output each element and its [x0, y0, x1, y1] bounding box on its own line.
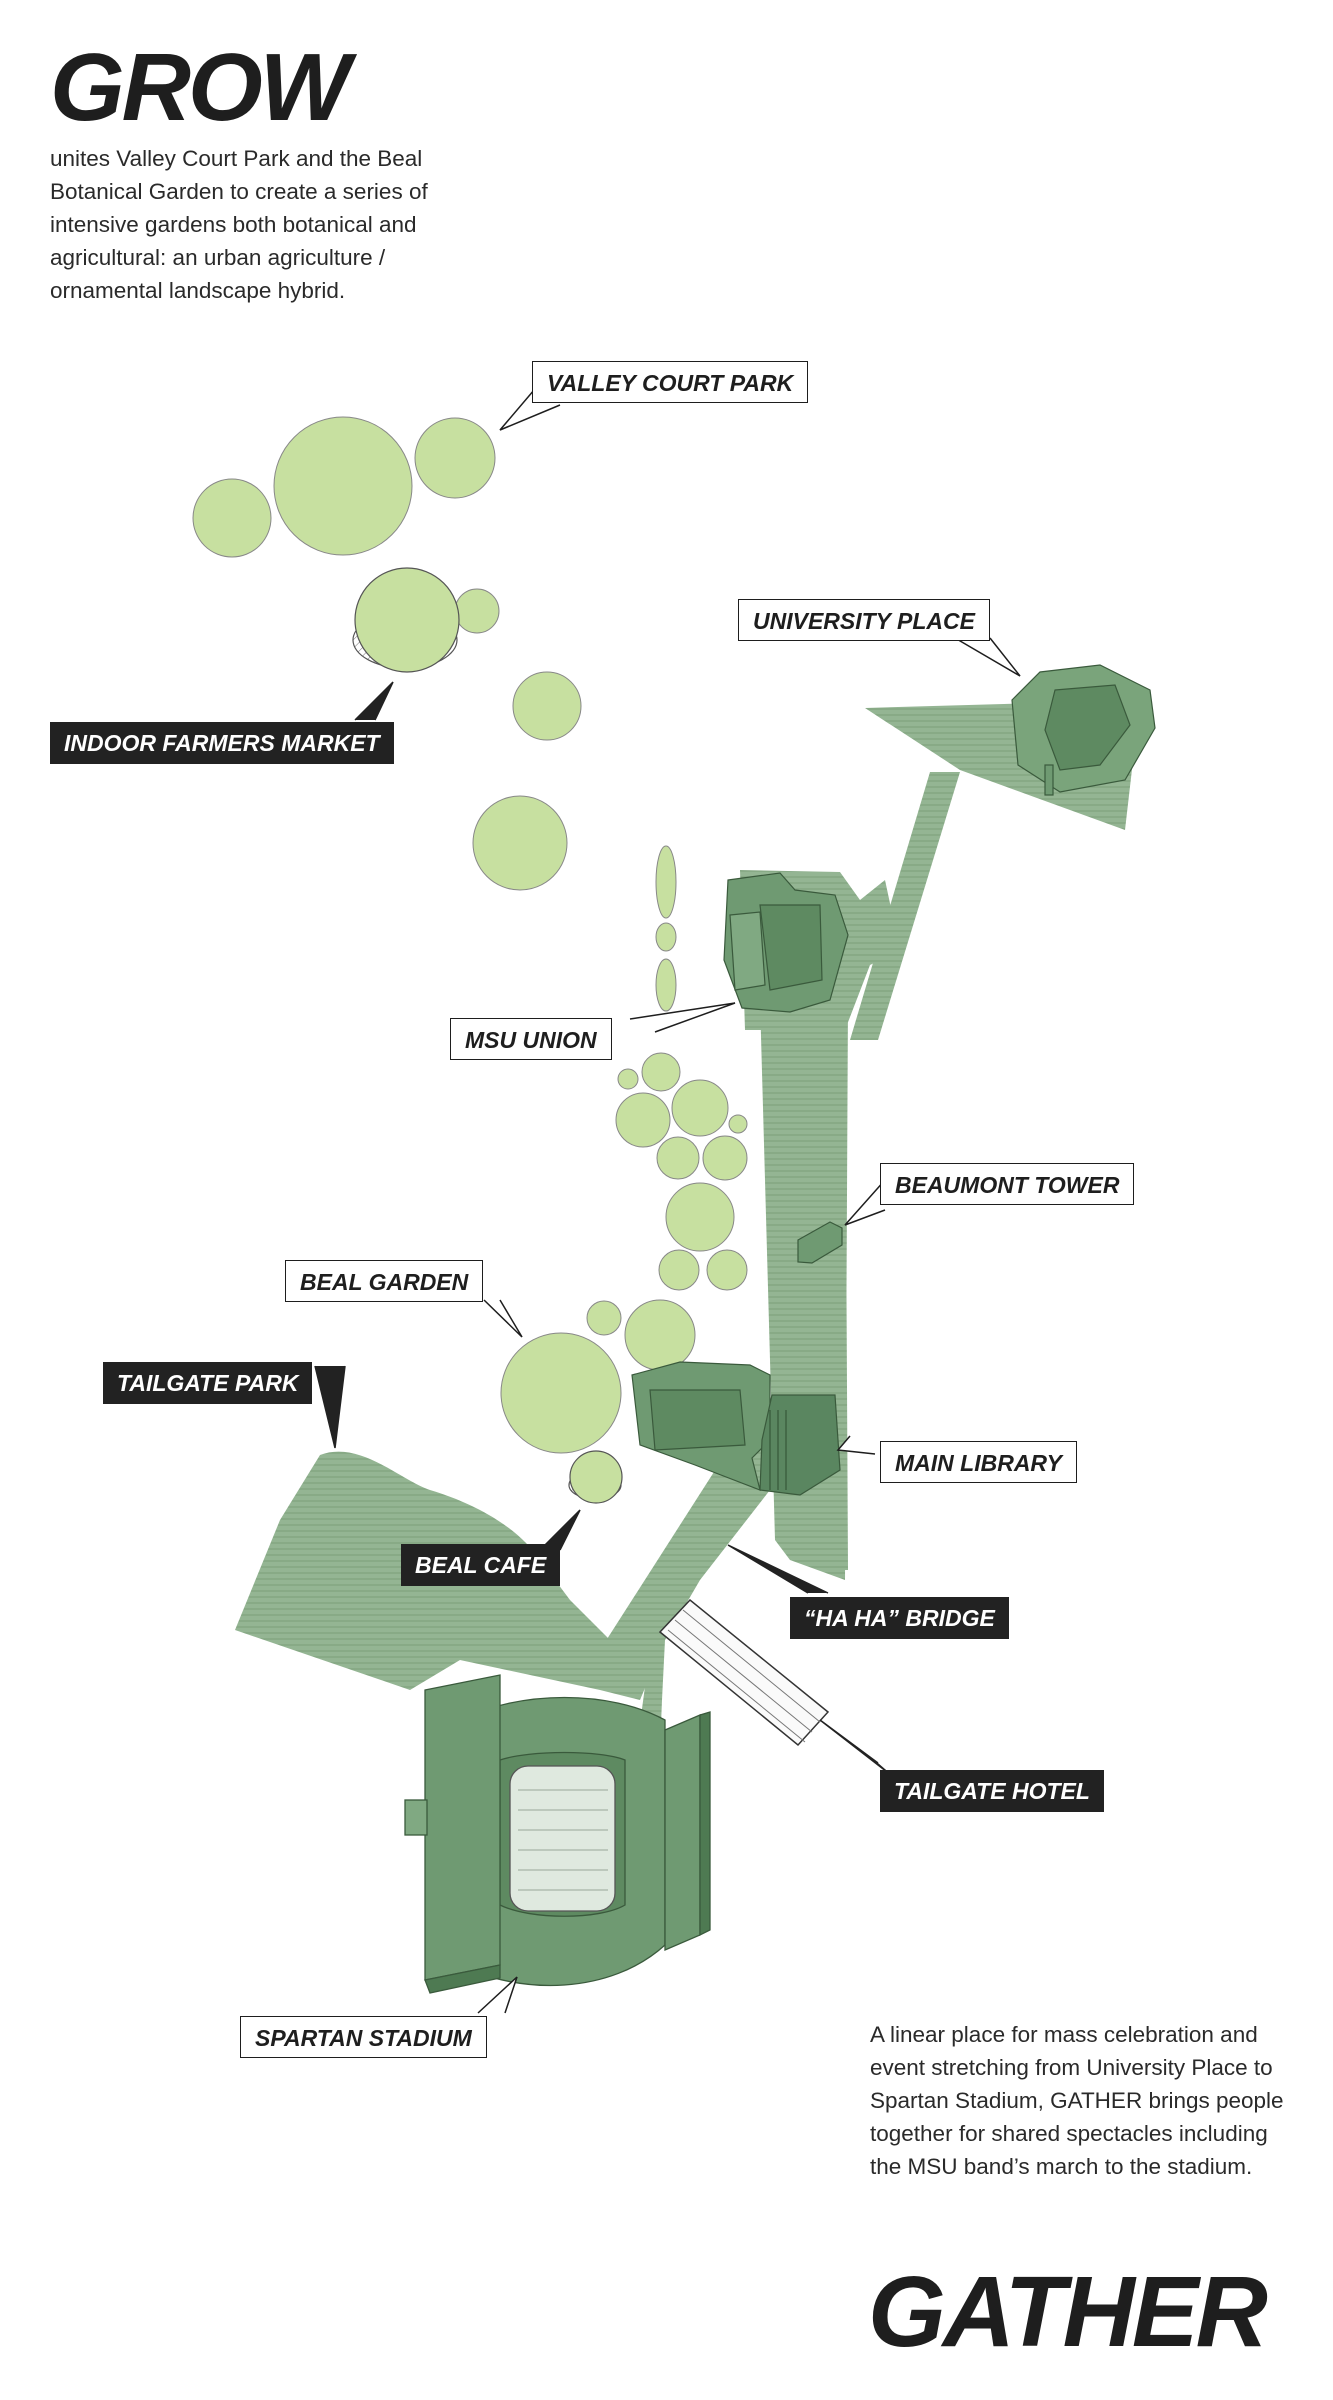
beal-cafe-building [568, 1450, 623, 1504]
beal-garden-circles [500, 1052, 748, 1454]
label-beal-cafe: BEAL CAFE [401, 1544, 561, 1586]
gather-title: GATHER [868, 2256, 1268, 2368]
main-library-building [631, 1361, 841, 1496]
label-university-place: UNIVERSITY PLACE [738, 599, 990, 641]
indoor-farmers-market-building [352, 567, 460, 673]
label-msu-union: MSU UNION [450, 1018, 612, 1060]
label-beaumont-tower: BEAUMONT TOWER [880, 1163, 1135, 1205]
label-leaders [314, 382, 1021, 2014]
beaumont-tower-building [797, 1221, 843, 1264]
label-spartan-stadium: SPARTAN STADIUM [240, 2016, 487, 2058]
gather-description: A linear place for mass celebration and … [870, 2022, 1284, 2179]
label-valley-court-park: VALLEY COURT PARK [532, 361, 809, 403]
label-tailgate-hotel: TAILGATE HOTEL [880, 1770, 1104, 1812]
label-beal-garden: BEAL GARDEN [285, 1260, 484, 1302]
label-main-library: MAIN LIBRARY [880, 1441, 1077, 1483]
msu-union-building [723, 872, 849, 1013]
grow-description: unites Valley Court Park and the Beal Bo… [50, 146, 428, 303]
label-indoor-farmers-market: INDOOR FARMERS MARKET [50, 722, 394, 764]
university-place-building [1011, 664, 1156, 796]
tailgate-hotel-building [658, 1598, 830, 1747]
label-tailgate-park: TAILGATE PARK [103, 1362, 313, 1404]
spartan-stadium-building [404, 1674, 711, 1994]
grow-title: GROW [50, 34, 350, 141]
valley-court-gardens [192, 416, 677, 1012]
label-ha-ha-bridge: “HA HA” BRIDGE [790, 1597, 1009, 1639]
